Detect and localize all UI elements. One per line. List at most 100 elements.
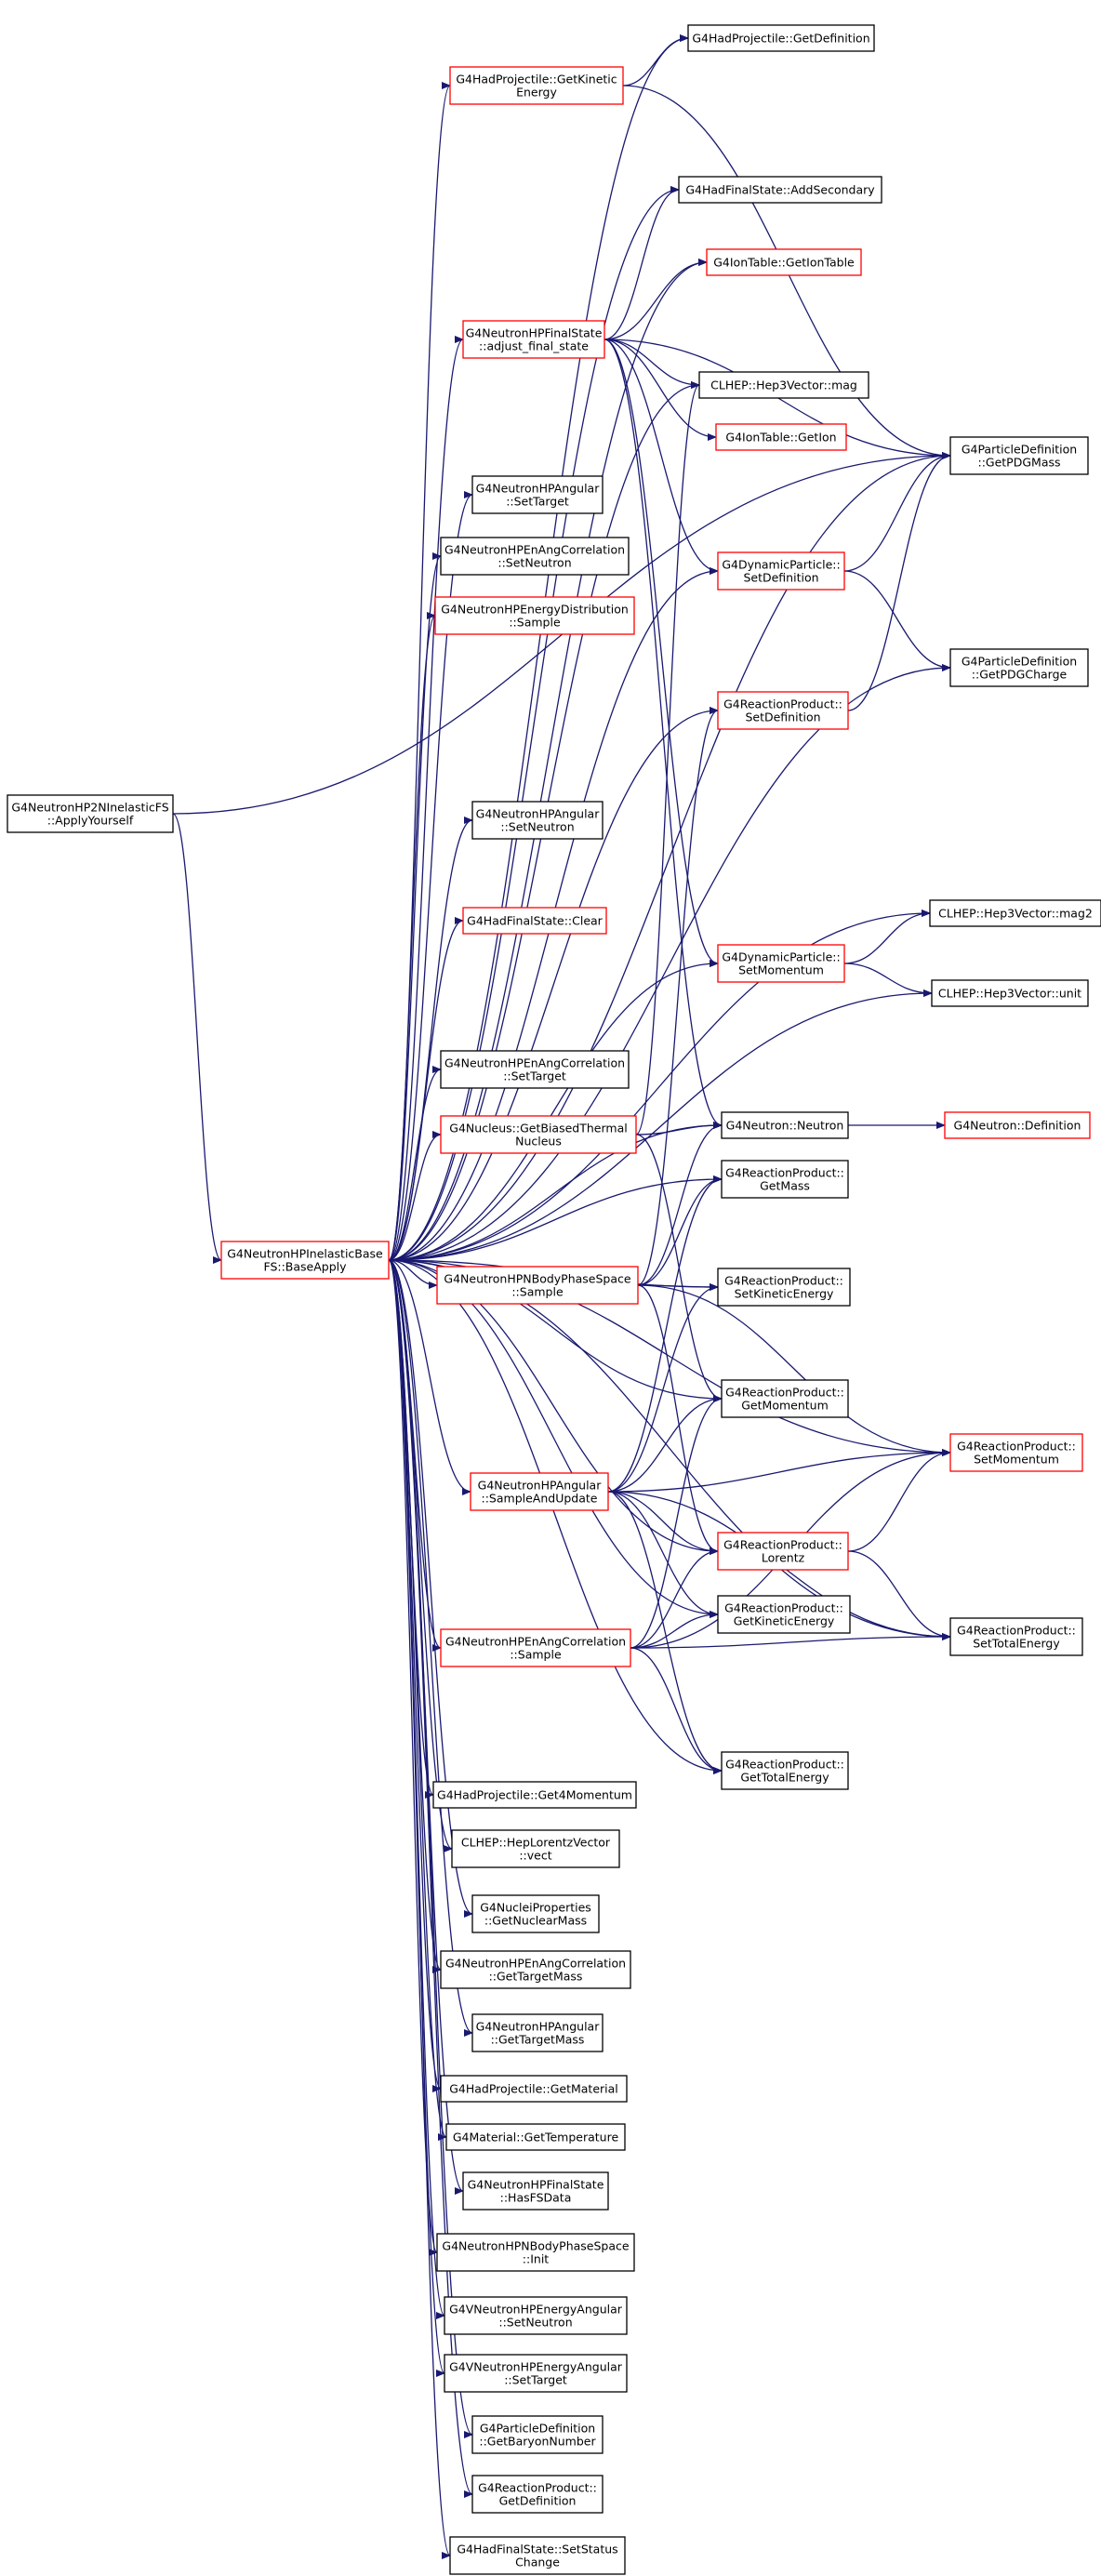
node-label-line: G4NeutronHPEnAngCorrelation (445, 1957, 626, 1971)
node-sampleupdate[interactable]: G4NeutronHPAngular::SampleAndUpdate (470, 1472, 609, 1511)
edge-base-to-iontable (388, 259, 708, 1261)
node-unit[interactable]: CLHEP::Hep3Vector::unit (931, 979, 1089, 1007)
node-label-line: G4ParticleDefinition (480, 2422, 595, 2436)
node-nbody[interactable]: G4NeutronHPNBodyPhaseSpace::Sample (436, 1266, 639, 1305)
node-label-line: ::GetPDGCharge (972, 668, 1068, 682)
node-label-line: ::GetNuclearMass (484, 1914, 587, 1928)
node-pdgcharge[interactable]: G4ParticleDefinition::GetPDGCharge (949, 648, 1089, 687)
node-label-line: GetKineticEnergy (734, 1614, 835, 1628)
edge-lorentz-to-setmom (847, 1449, 951, 1552)
node-label-line: G4NucleiProperties (480, 1901, 591, 1915)
node-addsec[interactable]: G4HadFinalState::AddSecondary (678, 176, 882, 204)
node-label-line: ::adjust_final_state (479, 339, 589, 353)
node-iontable[interactable]: G4IonTable::GetIonTable (706, 248, 862, 276)
node-label-line: ::SetNeutron (498, 2316, 572, 2330)
node-adjust[interactable]: G4NeutronHPFinalState::adjust_final_stat… (462, 320, 605, 359)
node-label-line: Nucleus (515, 1135, 562, 1149)
node-label-line: G4HadFinalState::Clear (467, 914, 604, 928)
edge-base-to-nbodyinit (388, 1259, 438, 2256)
node-hasfs[interactable]: G4NeutronHPFinalState::HasFSData (462, 2171, 609, 2211)
node-getion[interactable]: G4IonTable::GetIon (715, 423, 847, 451)
node-label-line: G4NeutronHPFinalState (468, 2178, 604, 2192)
node-label-line: G4ReactionProduct:: (478, 2481, 597, 2495)
node-box (440, 1050, 630, 1089)
node-root[interactable]: G4NeutronHP2NInelasticFS::ApplyYourself (7, 794, 174, 833)
node-box (949, 1433, 1083, 1472)
node-box (440, 2075, 628, 2103)
node-getmass[interactable]: G4ReactionProduct::GetMass (721, 1160, 849, 1199)
node-gettemp[interactable]: G4Material::GetTemperature (445, 2123, 626, 2151)
node-getkin[interactable]: G4HadProjectile::GetKineticEnergy (449, 66, 624, 105)
node-angsettarget[interactable]: G4NeutronHPAngular::SetTarget (471, 475, 604, 514)
node-getmom[interactable]: G4ReactionProduct::GetMomentum (721, 1379, 849, 1418)
node-label-line: ::ApplyYourself (47, 814, 134, 828)
edge-base-to-rpgetdef (388, 1259, 473, 2498)
node-label-line: G4NeutronHPAngular (476, 2020, 601, 2034)
node-energydist[interactable]: G4NeutronHPEnergyDistribution::Sample (434, 596, 635, 635)
node-setmom[interactable]: G4ReactionProduct::SetMomentum (949, 1433, 1083, 1472)
node-box (717, 691, 849, 730)
node-label-line: GetTotalEnergy (740, 1771, 829, 1785)
node-pdgmass[interactable]: G4ParticleDefinition::GetPDGMass (949, 436, 1089, 475)
node-box (949, 436, 1089, 475)
node-lorentz[interactable]: G4ReactionProduct::Lorentz (717, 1532, 849, 1571)
node-label-line: ::SampleAndUpdate (482, 1492, 598, 1506)
node-encorrsettarget[interactable]: G4NeutronHPEnAngCorrelation::SetTarget (440, 1050, 630, 1089)
node-label-line: G4NeutronHPFinalState (466, 326, 603, 340)
node-label-line: G4ReactionProduct:: (724, 1601, 843, 1615)
edge-sampleupdate-to-setkin (607, 1283, 719, 1493)
node-vect[interactable]: CLHEP::HepLorentzVector::vect (451, 1829, 620, 1868)
edge-biased-to-mag (635, 381, 700, 1135)
node-settotal[interactable]: G4ReactionProduct::SetTotalEnergy (949, 1617, 1083, 1656)
node-get4mom[interactable]: G4HadProjectile::Get4Momentum (432, 1781, 637, 1809)
node-box (678, 176, 882, 204)
node-setkin[interactable]: G4ReactionProduct::SetKineticEnergy (717, 1268, 851, 1307)
node-dynsetmom[interactable]: G4DynamicParticle::SetMomentum (717, 944, 845, 983)
node-clear[interactable]: G4HadFinalState::Clear (462, 907, 607, 935)
node-label-line: G4HadProjectile::GetKinetic (456, 73, 617, 86)
edge-encorrsample-to-getmom (630, 1395, 723, 1649)
node-box (444, 2354, 628, 2393)
node-veasetneutron[interactable]: G4VNeutronHPEnergyAngular::SetNeutron (444, 2296, 628, 2335)
node-veasettarget[interactable]: G4VNeutronHPEnergyAngular::SetTarget (444, 2354, 628, 2393)
edge-base-to-mag2 (388, 910, 931, 1261)
node-dynsetdef[interactable]: G4DynamicParticle::SetDefinition (717, 551, 845, 591)
node-label-line: ::SetTarget (506, 495, 569, 509)
node-encorrsample[interactable]: G4NeutronHPEnAngCorrelation::Sample (440, 1628, 631, 1667)
node-neutron[interactable]: G4Neutron::Neutron (721, 1111, 849, 1139)
edge-encorrsample-to-settotal (630, 1633, 951, 1649)
edge-base-to-pdgmass (388, 452, 951, 1261)
node-mag[interactable]: CLHEP::Hep3Vector::mag (698, 371, 869, 399)
node-nbodyinit[interactable]: G4NeutronHPNBodyPhaseSpace::Init (436, 2233, 635, 2272)
node-box (717, 1268, 851, 1307)
node-label-line: SetMomentum (738, 963, 824, 977)
node-gettotal[interactable]: G4ReactionProduct::GetTotalEnergy (721, 1751, 849, 1790)
edge-encorrsample-to-gettotal (630, 1647, 723, 1774)
node-box (717, 1532, 849, 1571)
node-rpgetdef[interactable]: G4ReactionProduct::GetDefinition (471, 2475, 604, 2514)
node-label-line: G4ReactionProduct:: (725, 1758, 844, 1772)
node-label-line: GetMass (760, 1179, 810, 1193)
edge-base-to-adjust (388, 336, 464, 1261)
edge-dynsetmom-to-unit (843, 963, 933, 997)
node-angtargetmass[interactable]: G4NeutronHPAngular::GetTargetMass (471, 2013, 604, 2052)
node-mag2[interactable]: CLHEP::Hep3Vector::mag2 (929, 899, 1101, 927)
node-getkinrp[interactable]: G4ReactionProduct::GetKineticEnergy (717, 1595, 851, 1634)
node-neutrondef[interactable]: G4Neutron::Definition (944, 1111, 1091, 1139)
node-angsetneutron[interactable]: G4NeutronHPAngular::SetNeutron (471, 801, 604, 840)
node-getdef[interactable]: G4HadProjectile::GetDefinition (687, 24, 875, 52)
edge-lorentz-to-settotal (847, 1550, 951, 1640)
node-nuclearmass[interactable]: G4NucleiProperties::GetNuclearMass (471, 1894, 600, 1933)
node-label-line: G4NeutronHPAngular (478, 1479, 603, 1493)
node-baryon[interactable]: G4ParticleDefinition::GetBaryonNumber (471, 2415, 604, 2454)
node-encorrsetneutron[interactable]: G4NeutronHPEnAngCorrelation::SetNeutron (440, 537, 630, 576)
node-box (462, 907, 607, 935)
node-encorrtargetmass[interactable]: G4NeutronHPEnAngCorrelation::GetTargetMa… (440, 1950, 631, 1989)
edge-adjust-to-mag (604, 339, 700, 389)
node-rpsetdef[interactable]: G4ReactionProduct::SetDefinition (717, 691, 849, 730)
node-getmaterial[interactable]: G4HadProjectile::GetMaterial (440, 2075, 628, 2103)
